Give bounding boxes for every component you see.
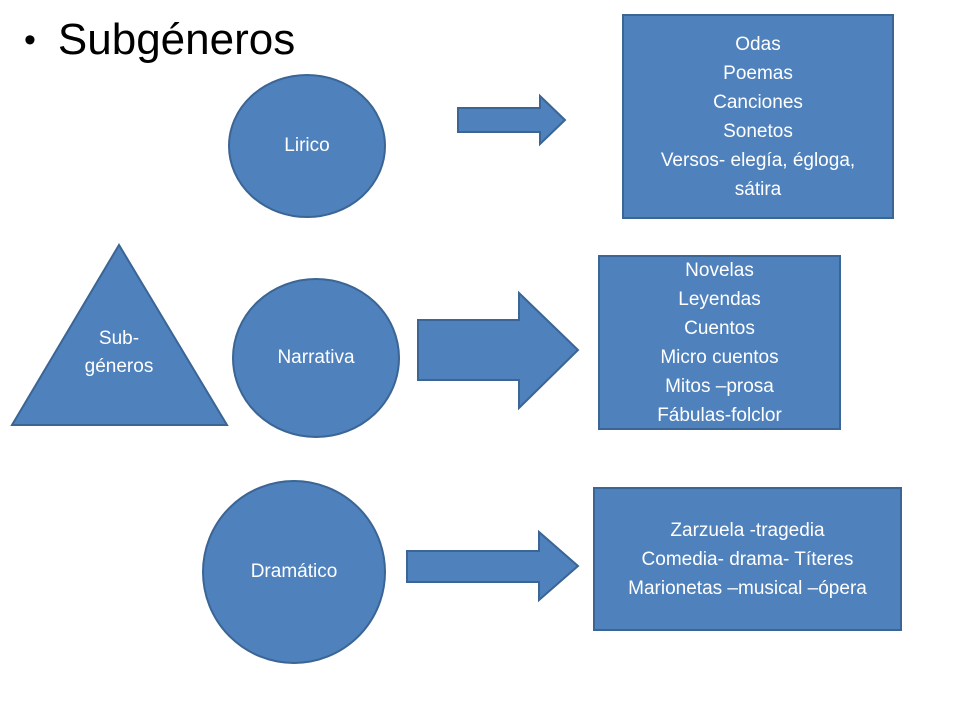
dramatico-box: Zarzuela -tragedia Comedia- drama- Títer… [593,487,902,631]
list-item: Novelas [685,259,754,281]
list-item: Poemas [723,62,793,84]
subgeneros-triangle [10,243,229,426]
bullet-icon: • [24,21,36,59]
list-item: Canciones [713,91,803,113]
list-item: Micro cuentos [660,346,779,368]
narrativa-arrow [417,290,580,411]
list-item: Marionetas –musical –ópera [628,577,867,599]
narrativa-circle [232,278,400,438]
list-item: Fábulas-folclor [657,404,782,426]
list-item: Cuentos [684,317,755,339]
lirico-label: Lirico [284,135,330,156]
list-item: sátira [734,178,782,200]
triangle-label: Sub- géneros [54,325,184,381]
triangle-label-line1: Sub- [98,328,140,349]
dramatico-label: Dramático [250,561,338,582]
slide-title: Subgéneros [57,15,296,64]
lirico-box: Odas Poemas Canciones Sonetos Versos- el… [622,14,894,219]
list-item: Comedia- drama- Títeres [641,548,854,570]
title-row: • Subgéneros [24,18,295,62]
narrativa-label: Narrativa [277,347,355,368]
list-item: Odas [735,33,781,55]
lirico-circle [228,74,386,218]
triangle-label-line2: géneros [84,356,154,377]
list-item: Zarzuela -tragedia [670,519,825,541]
lirico-arrow [457,93,567,147]
dramatico-arrow [406,529,580,603]
list-item: Mitos –prosa [665,375,774,397]
list-item: Sonetos [723,120,793,142]
dramatico-circle [202,480,386,664]
list-item: Versos- elegía, égloga, [660,149,856,171]
narrativa-box: Novelas Leyendas Cuentos Micro cuentos M… [598,255,841,430]
list-item: Leyendas [678,288,761,310]
